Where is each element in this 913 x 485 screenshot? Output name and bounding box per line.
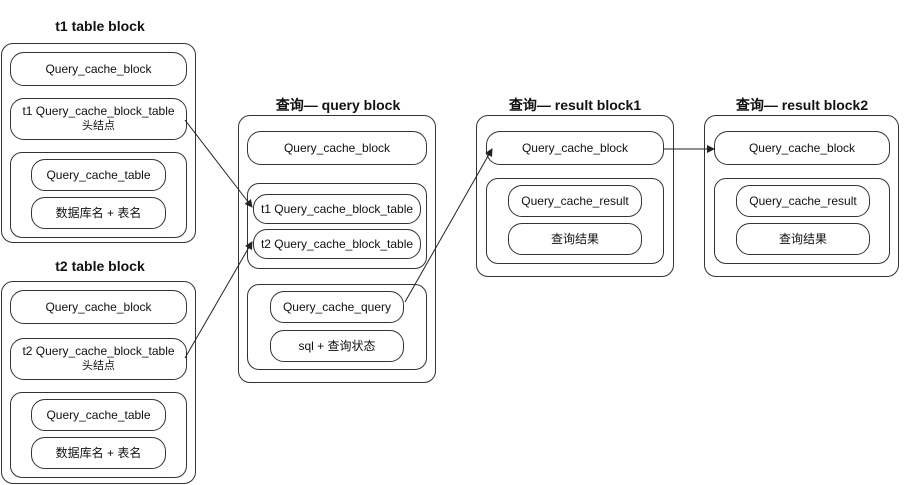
t2-table-inner-group: Query_cache_table 数据库名 + 表名	[10, 392, 187, 478]
query-block: Query_cache_block t1 Query_cache_block_t…	[238, 115, 436, 383]
query-block-table-group: t1 Query_cache_block_table t2 Query_cach…	[247, 183, 427, 269]
t1-query-cache-block-table-head: t1 Query_cache_block_table 头结点	[10, 98, 187, 140]
result-block2-title: 查询— result block2	[735, 97, 869, 113]
query-sql-status: sql + 查询状态	[270, 330, 404, 362]
t2-query-cache-table: Query_cache_table	[31, 399, 166, 431]
result1-query-cache-block: Query_cache_block	[486, 131, 664, 165]
t1-table-inner-group: Query_cache_table 数据库名 + 表名	[10, 152, 187, 238]
t1-db-table-name: 数据库名 + 表名	[31, 197, 166, 229]
result-block1: Query_cache_block Query_cache_result 查询结…	[476, 115, 674, 277]
query-cache-query-group: Query_cache_query sql + 查询状态	[247, 284, 427, 370]
t1-head-node-label: 头结点	[82, 120, 115, 132]
result1-inner-group: Query_cache_result 查询结果	[486, 178, 664, 264]
t2-block-title: t2 table block	[55, 258, 145, 274]
t1-query-cache-block: Query_cache_block	[10, 52, 187, 86]
t2-query-cache-block-table-head: t2 Query_cache_block_table 头结点	[10, 338, 187, 380]
t1-table-block: Query_cache_block t1 Query_cache_block_t…	[1, 43, 196, 243]
t2-head-node-label: 头结点	[82, 360, 115, 372]
result-block2: Query_cache_block Query_cache_result 查询结…	[704, 115, 899, 277]
result2-query-cache-block: Query_cache_block	[714, 131, 890, 165]
query-cache-query: Query_cache_query	[270, 291, 404, 323]
result-block1-title: 查询— result block1	[508, 97, 642, 113]
result2-inner-group: Query_cache_result 查询结果	[714, 178, 890, 264]
result1-query-result: 查询结果	[508, 223, 642, 255]
query-query-cache-block: Query_cache_block	[247, 131, 427, 165]
t2-table-block: Query_cache_block t2 Query_cache_block_t…	[1, 281, 196, 484]
query-t2-block-table: t2 Query_cache_block_table	[253, 229, 421, 259]
result1-query-cache-result: Query_cache_result	[508, 185, 642, 217]
t1-query-cache-table: Query_cache_table	[31, 159, 166, 191]
t1-block-table-label: t1 Query_cache_block_table	[22, 104, 175, 118]
t2-db-table-name: 数据库名 + 表名	[31, 437, 166, 469]
query-block-title: 查询— query block	[275, 97, 401, 113]
result2-query-result: 查询结果	[736, 223, 870, 255]
t1-block-title: t1 table block	[55, 18, 145, 34]
result2-query-cache-result: Query_cache_result	[736, 185, 870, 217]
query-t1-block-table: t1 Query_cache_block_table	[253, 194, 421, 224]
t2-query-cache-block: Query_cache_block	[10, 290, 187, 324]
t2-block-table-label: t2 Query_cache_block_table	[22, 344, 175, 358]
